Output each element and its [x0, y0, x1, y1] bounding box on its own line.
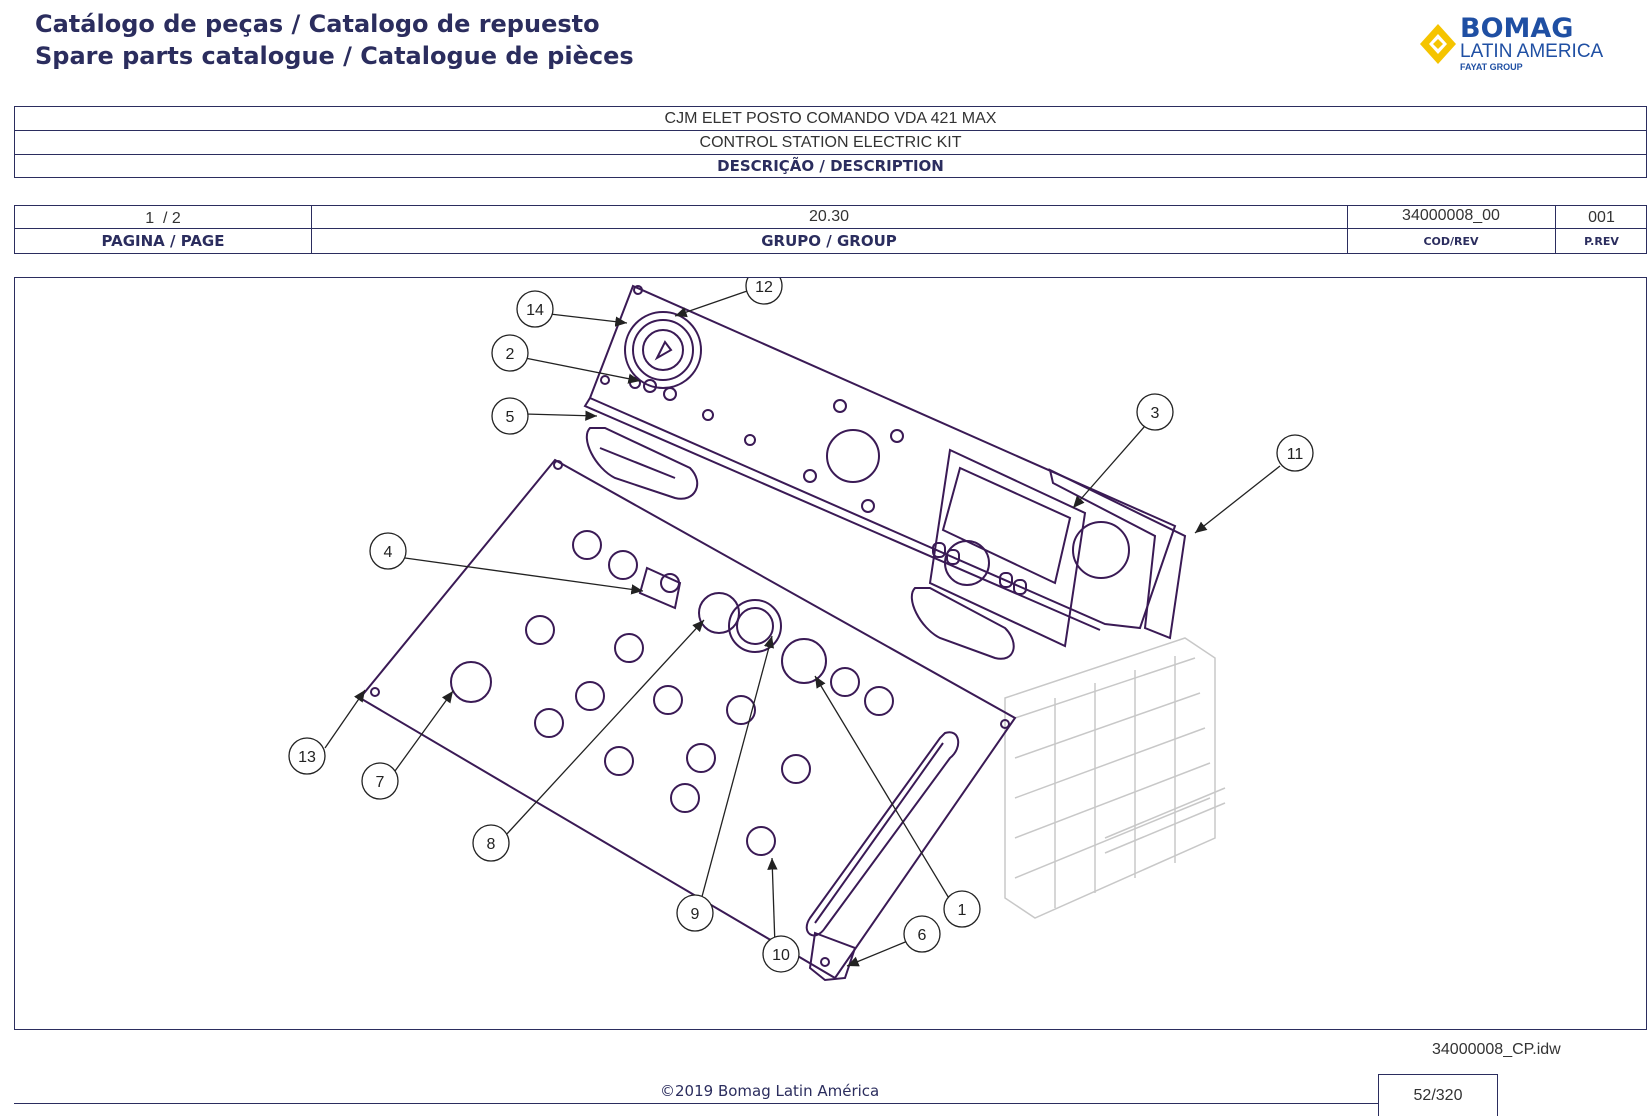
bomag-logo: BOMAG LATIN AMERICA FAYAT GROUP: [1418, 14, 1613, 74]
description-line-1: CJM ELET POSTO COMANDO VDA 421 MAX: [664, 110, 997, 127]
balloon-12: 12: [745, 278, 783, 305]
logo-name: BOMAG: [1460, 13, 1574, 44]
svg-text:2: 2: [506, 346, 515, 363]
svg-text:7: 7: [376, 774, 385, 791]
part-balloons: 12 14 2 5 3 11 4 13 7 8 9 10 1 6: [288, 278, 1314, 973]
balloon-7: 7: [361, 762, 399, 800]
divider: [1347, 206, 1348, 253]
drawing-file-name: 34000008_CP.idw: [1432, 1041, 1561, 1058]
svg-text:3: 3: [1151, 405, 1160, 422]
page-label: PAGINA / PAGE: [101, 232, 225, 250]
svg-text:8: 8: [487, 836, 496, 853]
bomag-diamond-icon: [1420, 24, 1456, 64]
balloon-6: 6: [903, 915, 941, 953]
description-line-2: CONTROL STATION ELECTRIC KIT: [699, 134, 962, 151]
svg-text:9: 9: [691, 906, 700, 923]
divider: [15, 130, 1646, 131]
balloon-3: 3: [1136, 393, 1174, 431]
footer-rule: [14, 1103, 1378, 1104]
svg-text:4: 4: [384, 544, 393, 561]
logo-subtitle: LATIN AMERICA: [1460, 41, 1604, 62]
svg-text:11: 11: [1287, 446, 1304, 463]
display-unit: [928, 448, 1087, 648]
divider: [15, 154, 1646, 155]
title-line-2: Spare parts catalogue / Catalogue de piè…: [35, 42, 634, 70]
balloon-10: 10: [762, 935, 800, 973]
copyright: ©2019 Bomag Latin América: [660, 1082, 880, 1100]
balloon-2: 2: [491, 334, 529, 372]
title-line-1: Catálogo de peças / Catalogo de repuesto: [35, 10, 600, 38]
balloon-14: 14: [516, 290, 554, 328]
exploded-view-drawing: 12 14 2 5 3 11 4 13 7 8 9 10 1 6: [288, 278, 1314, 982]
balloon-8: 8: [472, 824, 510, 862]
balloon-9: 9: [676, 894, 714, 932]
page-number: 52/320: [1413, 1087, 1463, 1104]
divider: [311, 206, 312, 253]
group-value: 20.30: [808, 208, 850, 225]
svg-text:6: 6: [918, 927, 927, 944]
rev-label: P.REV: [1584, 235, 1619, 248]
divider: [15, 228, 1646, 229]
svg-text:12: 12: [755, 279, 773, 296]
svg-text:13: 13: [298, 749, 316, 766]
cod-label: COD/REV: [1423, 235, 1479, 248]
balloon-1: 1: [943, 890, 981, 928]
logo-group: FAYAT GROUP: [1460, 62, 1523, 72]
gauge: [624, 311, 702, 389]
cod-value: 34000008_00: [1402, 207, 1500, 224]
balloon-4: 4: [369, 532, 407, 570]
side-bracket: [1048, 468, 1187, 640]
page-number-box: 52/320: [1378, 1074, 1498, 1116]
drawing-frame: 12 14 2 5 3 11 4 13 7 8 9 10 1 6: [14, 277, 1647, 1030]
info-table: 1 / 2 PAGINA / PAGE 20.30 GRUPO / GROUP …: [14, 205, 1647, 254]
balloon-13: 13: [288, 737, 326, 775]
svg-text:10: 10: [772, 947, 790, 964]
svg-text:5: 5: [506, 409, 515, 426]
description-label: DESCRIÇÃO / DESCRIPTION: [717, 157, 944, 175]
description-box: CJM ELET POSTO COMANDO VDA 421 MAX CONTR…: [14, 106, 1647, 178]
balloon-5: 5: [491, 397, 529, 435]
page-value: 1 / 2: [145, 210, 181, 227]
balloon-11: 11: [1276, 434, 1314, 472]
fuse-box-ghost: [1004, 637, 1226, 919]
rev-value: 001: [1588, 209, 1615, 226]
svg-text:14: 14: [526, 302, 544, 319]
catalogue-title: Catálogo de peças / Catalogo de repuesto…: [35, 8, 634, 72]
rocker-switches: [525, 530, 894, 856]
svg-text:1: 1: [958, 902, 967, 919]
divider: [1555, 206, 1556, 253]
group-label: GRUPO / GROUP: [761, 232, 897, 250]
